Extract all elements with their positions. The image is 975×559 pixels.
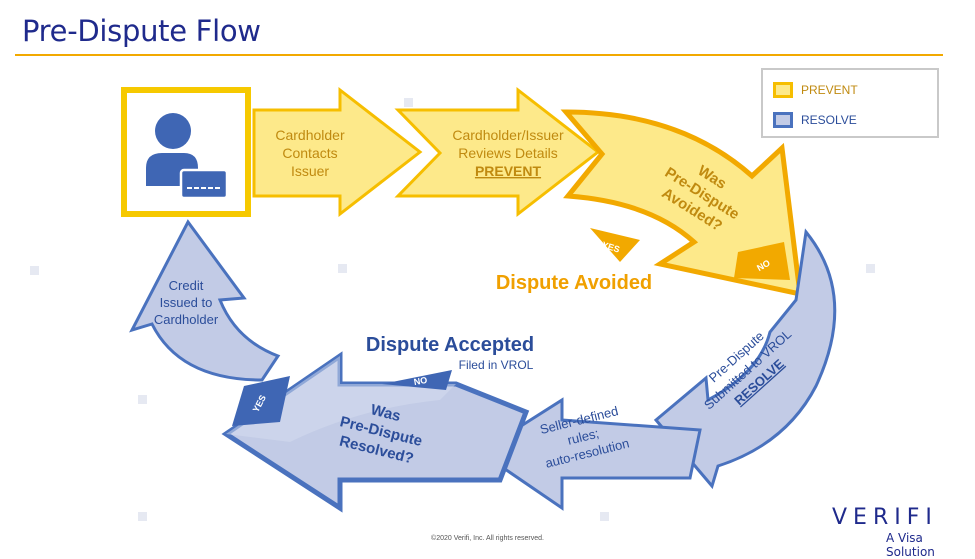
background-square xyxy=(138,395,147,404)
background-square xyxy=(866,264,875,273)
resolved-line-1: Was xyxy=(369,401,403,425)
legend: PREVENT RESOLVE xyxy=(761,68,939,138)
dispute-accepted-label: Dispute Accepted xyxy=(366,334,534,356)
contacts-issuer-line-1: Cardholder xyxy=(275,127,345,143)
legend-label-resolve: RESOLVE xyxy=(801,113,857,127)
legend-label-prevent: PREVENT xyxy=(801,83,858,97)
reviews-details-arrow xyxy=(394,86,601,218)
copyright-footer: ©2020 Verifi, Inc. All rights reserved. xyxy=(431,535,544,542)
yes-tab-resolved xyxy=(232,376,290,426)
seller-rules-line-2: rules; xyxy=(566,425,600,447)
background-square xyxy=(404,98,413,107)
verifi-logo: VERIFI xyxy=(832,505,938,530)
reviews-details-line-2: Reviews Details xyxy=(458,145,558,161)
background-square xyxy=(600,512,609,521)
background-square xyxy=(30,266,39,275)
contacts-issuer-arrow xyxy=(252,86,423,218)
no-tab-avoided xyxy=(734,242,790,280)
legend-swatch-resolve xyxy=(773,112,793,128)
contacts-issuer-line-3: Issuer xyxy=(291,163,329,179)
seller-rules-arrow xyxy=(477,397,702,511)
yes-tab-avoided xyxy=(590,228,640,262)
resolved-arrow-highlight xyxy=(226,356,456,442)
credit-line-1: Credit xyxy=(169,278,204,293)
avoided-decision-arrow xyxy=(560,109,803,298)
legend-item-prevent: PREVENT xyxy=(773,80,858,100)
dispute-avoided-label: Dispute Avoided xyxy=(496,272,652,294)
reviews-details-tag: PREVENT xyxy=(475,163,542,179)
no-tab-resolved xyxy=(382,370,452,390)
credit-line-2: Issued to xyxy=(160,295,213,310)
legend-swatch-prevent xyxy=(773,82,793,98)
filed-in-vrol-label: Filed in VROL xyxy=(459,358,534,372)
background-square xyxy=(338,264,347,273)
legend-item-resolve: RESOLVE xyxy=(773,110,857,130)
cardholder-icon xyxy=(146,113,229,200)
reviews-details-line-1: Cardholder/Issuer xyxy=(452,127,564,143)
page-title: Pre-Dispute Flow xyxy=(22,14,261,48)
contacts-issuer-line-2: Contacts xyxy=(282,145,337,161)
credit-line-3: Cardholder xyxy=(154,312,219,327)
background-square xyxy=(138,512,147,521)
title-underline xyxy=(15,54,943,56)
no-label-resolved: NO xyxy=(413,375,428,387)
submitted-vrol-arrow xyxy=(653,228,837,490)
credit-issued-arrow xyxy=(129,219,281,382)
